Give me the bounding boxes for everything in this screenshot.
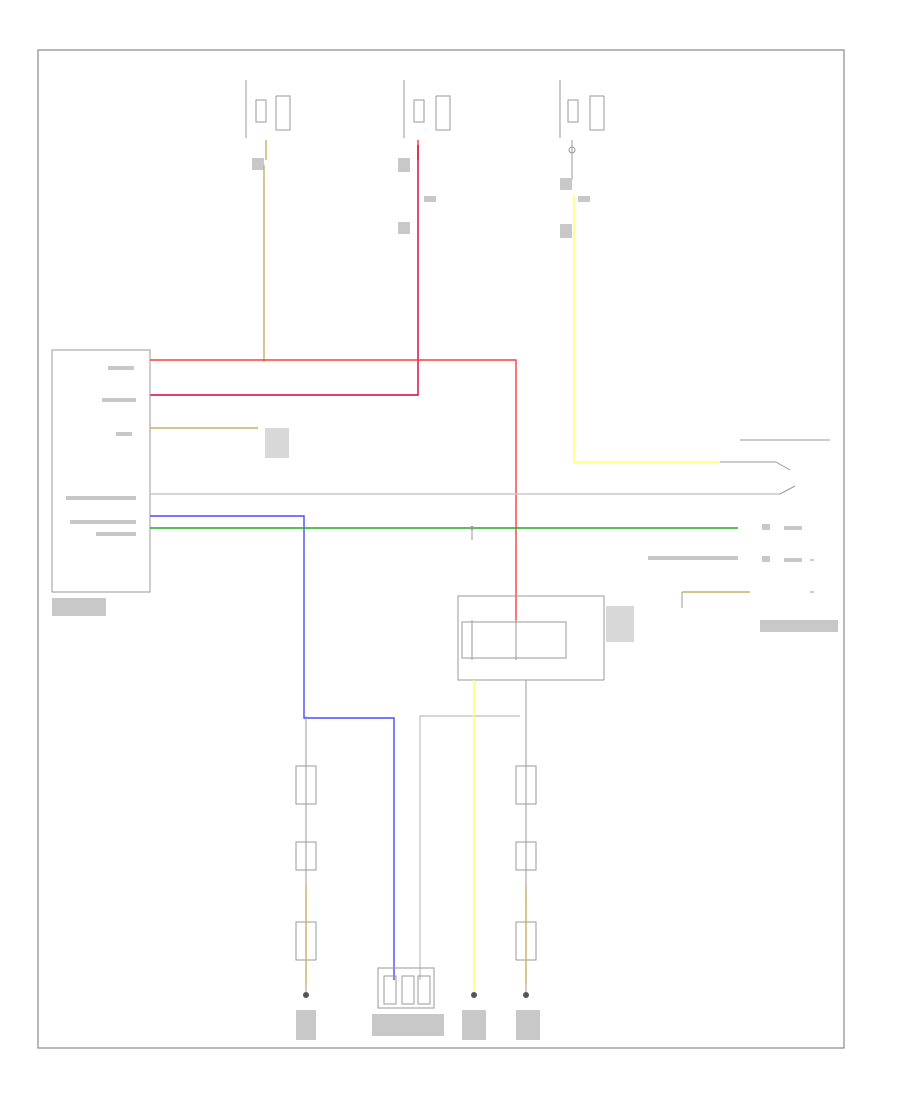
diagram-frame [37, 49, 845, 1049]
fuse-block-1 [245, 80, 291, 160]
fuse-block-3 [559, 80, 605, 180]
lamp-circuit-right [515, 680, 537, 998]
wire-red-power [150, 359, 517, 622]
switch-icon [720, 439, 830, 495]
wire-white-lower [419, 715, 520, 980]
wire-yellow-feed [573, 195, 720, 463]
wire-blue [150, 515, 395, 980]
component-label-tan [265, 428, 289, 458]
wire-labels-bottom [296, 1010, 540, 1040]
ground-icon [471, 992, 477, 998]
connector-cluster [377, 967, 435, 1009]
wire-labels-top [252, 158, 590, 238]
control-module [51, 349, 151, 616]
ground-icon [523, 992, 529, 998]
fuse-block-2 [403, 80, 451, 160]
wire-red-dark-feed [150, 145, 419, 396]
relay-box [457, 595, 634, 681]
right-connectors [648, 524, 838, 632]
lamp-circuit-left [295, 716, 317, 998]
fuse-icon [568, 146, 576, 154]
ground-icon [303, 992, 309, 998]
